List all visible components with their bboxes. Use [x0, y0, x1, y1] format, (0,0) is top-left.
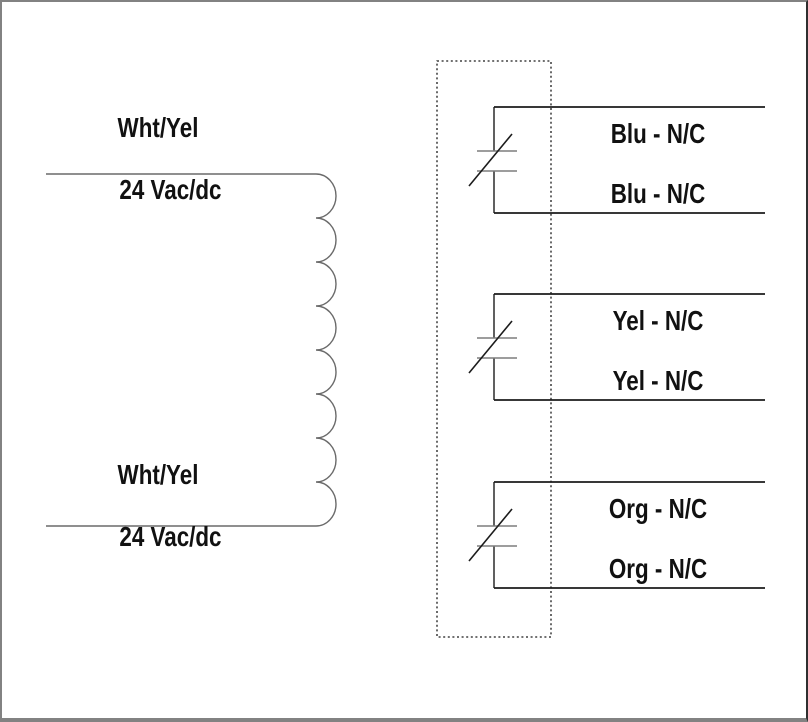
wire-blu — [494, 106, 765, 214]
nc-contact-icon — [468, 482, 517, 588]
switch-group-blu — [468, 106, 765, 214]
switch-group-org — [468, 481, 765, 589]
wire-org — [494, 481, 765, 589]
coil-symbol — [46, 173, 337, 527]
coil-voltage-bottom: 24 Vac/dc — [119, 521, 222, 552]
wire-yel — [494, 293, 765, 401]
coil-wire-color-top: Wht/Yel — [117, 112, 199, 143]
coil-label-top: Wht/Yel 24 Vac/dc — [70, 112, 246, 205]
coil-wire-color-bottom: Wht/Yel — [117, 459, 199, 490]
nc-contact-icon — [468, 107, 517, 213]
wire-label-blu-top: Blu - N/C — [610, 118, 706, 149]
wire-label-yel-top: Yel - N/C — [612, 305, 704, 336]
nc-contact-icon — [468, 294, 517, 400]
device-boundary-dotted-box — [436, 60, 552, 638]
wire-label-org-bottom: Org - N/C — [608, 553, 708, 584]
coil-label-bottom: Wht/Yel 24 Vac/dc — [70, 459, 246, 552]
wire-label-yel-bottom: Yel - N/C — [612, 365, 704, 396]
coil-voltage-top: 24 Vac/dc — [119, 174, 222, 205]
switch-group-yel — [468, 293, 765, 401]
wire-label-blu-bottom: Blu - N/C — [610, 178, 706, 209]
wire-label-org-top: Org - N/C — [608, 493, 708, 524]
